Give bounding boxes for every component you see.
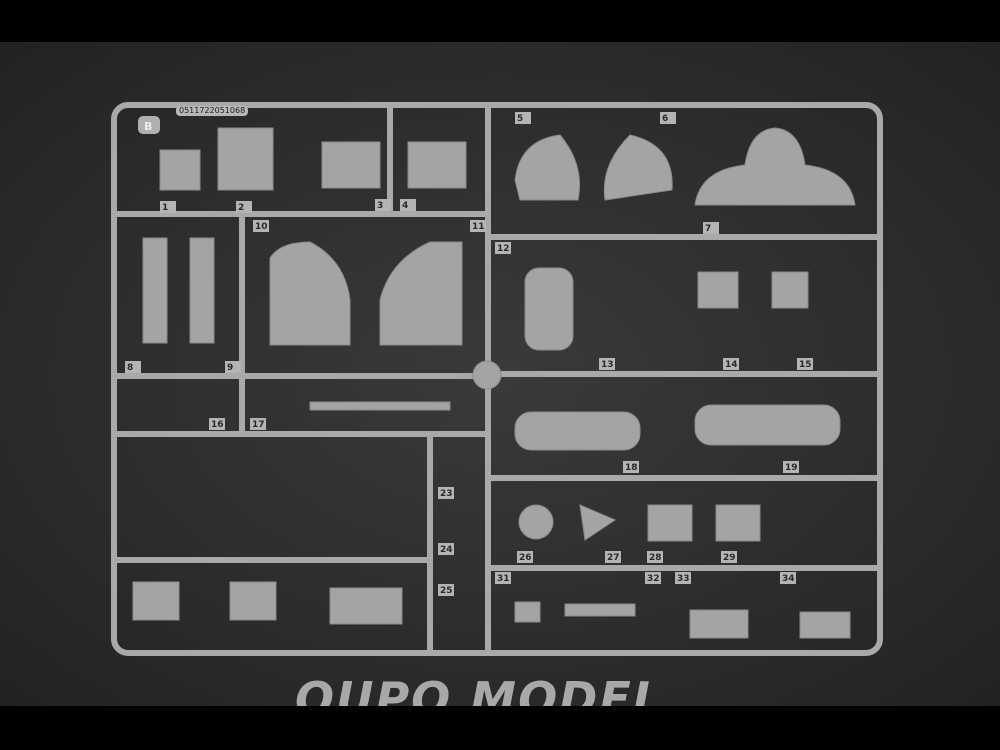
part-number-26: 26	[519, 553, 532, 563]
part-number-tag	[623, 461, 639, 473]
sprue-code: 0511722051068	[176, 106, 249, 116]
part-number-23: 23	[440, 489, 453, 499]
part-number-5: 5	[517, 114, 523, 124]
part-number-tag	[438, 487, 454, 499]
part-number-tag	[438, 543, 454, 555]
part-number-tag	[236, 201, 252, 213]
part-number-14: 14	[725, 360, 738, 370]
part-number-25: 25	[440, 586, 453, 596]
part-number-29: 29	[723, 553, 736, 563]
part-number-tag	[209, 418, 225, 430]
part-number-16: 16	[211, 420, 224, 430]
part-number-tag	[780, 572, 796, 584]
part-number-tag	[645, 572, 661, 584]
part-number-tag	[225, 361, 241, 373]
part-number-1: 1	[162, 203, 168, 213]
part-number-12: 12	[497, 244, 510, 254]
part-number-9: 9	[227, 363, 233, 373]
part-number-tag	[647, 551, 663, 563]
part-number-4: 4	[402, 201, 408, 211]
part-number-tag	[495, 242, 511, 254]
part-number-tag	[495, 572, 511, 584]
part-number-17: 17	[252, 420, 265, 430]
part-number-tag	[721, 551, 737, 563]
part-number-tag	[375, 199, 391, 211]
part-number-tag	[438, 584, 454, 596]
part-number-34: 34	[782, 574, 795, 584]
part-number-3: 3	[377, 201, 383, 211]
part-number-tag	[400, 199, 416, 211]
part-number-tag	[125, 361, 141, 373]
part-number-tag	[470, 220, 486, 232]
part-number-tag	[250, 418, 266, 430]
part-number-18: 18	[625, 463, 638, 473]
part-number-tag	[517, 551, 533, 563]
part-number-11: 11	[472, 222, 485, 232]
part-number-31: 31	[497, 574, 510, 584]
part-number-8: 8	[127, 363, 133, 373]
part-number-7: 7	[705, 224, 711, 234]
part-number-tag	[675, 572, 691, 584]
part-number-19: 19	[785, 463, 798, 473]
part-number-tag	[703, 222, 719, 234]
part-number-tag	[160, 201, 176, 213]
part-number-tag	[605, 551, 621, 563]
sprue-letter: B	[144, 120, 152, 133]
part-number-33: 33	[677, 574, 690, 584]
part-number-13: 13	[601, 360, 614, 370]
part-number-24: 24	[440, 545, 453, 555]
part-number-27: 27	[607, 553, 620, 563]
part-number-6: 6	[662, 114, 668, 124]
part-number-tag	[599, 358, 615, 370]
part-number-10: 10	[255, 222, 268, 232]
part-number-tag	[797, 358, 813, 370]
part-number-15: 15	[799, 360, 812, 370]
part-number-tag	[253, 220, 269, 232]
part-number-2: 2	[238, 203, 244, 213]
part-number-tag	[660, 112, 676, 124]
part-number-28: 28	[649, 553, 662, 563]
watermark-logo: OUPO MODEL	[295, 676, 665, 706]
part-number-tag	[515, 112, 531, 124]
part-number-tag	[723, 358, 739, 370]
part-number-tag	[783, 461, 799, 473]
part-number-32: 32	[647, 574, 660, 584]
